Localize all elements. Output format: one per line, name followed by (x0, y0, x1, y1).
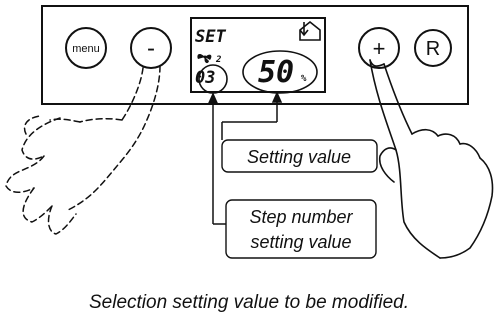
diagram-caption: Selection setting value to be modified. (89, 292, 409, 313)
step-number-callout: Step number setting value (225, 199, 377, 259)
lcd-display: SET 2 03 50 % (190, 17, 326, 94)
setting-unit: % (301, 74, 307, 84)
plus-button-label: + (373, 36, 386, 61)
plus-button[interactable]: + (358, 27, 400, 69)
minus-button-label: - (147, 35, 155, 62)
step-number-callout-line1: Step number (249, 207, 353, 227)
set-label: SET (195, 27, 226, 47)
setting-value: 50 (258, 55, 294, 90)
setting-value-callout-text: Setting value (247, 147, 351, 167)
pointing-hand-dashed-icon (5, 65, 161, 235)
menu-button[interactable]: menu (65, 27, 107, 69)
step-number-pointer (207, 92, 226, 225)
setting-value-highlight (242, 50, 318, 94)
menu-button-label: menu (72, 43, 100, 55)
setting-value-callout: Setting value (221, 139, 378, 173)
step-number-callout-line2: setting value (250, 232, 351, 252)
step-number: 03 (195, 68, 215, 88)
fan-icon (197, 53, 212, 64)
home-icon (299, 20, 321, 41)
reset-button-label: R (426, 38, 440, 60)
reset-button[interactable]: R (414, 29, 452, 67)
setting-value-pointer (221, 91, 283, 140)
pointing-hand-icon (369, 59, 494, 259)
fan-mode-label: 2 (215, 55, 221, 65)
minus-button[interactable]: - (130, 27, 172, 69)
